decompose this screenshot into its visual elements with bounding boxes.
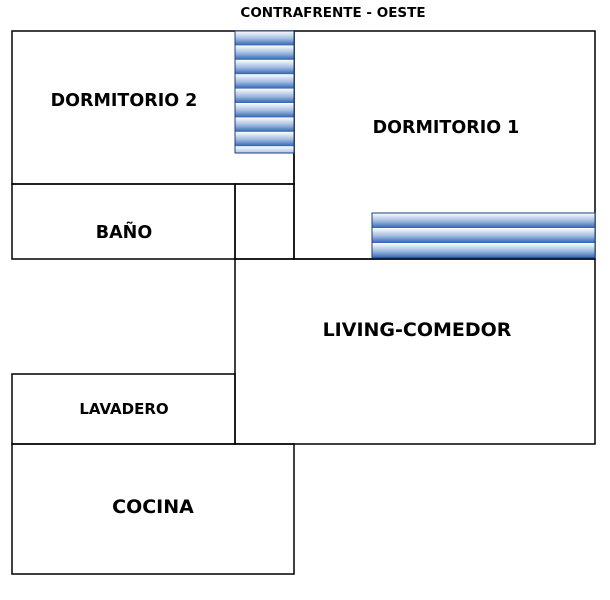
bano-annex-room bbox=[234, 183, 295, 260]
living-comedor-room bbox=[234, 258, 596, 445]
bano-room bbox=[11, 183, 236, 260]
closet-dormitorio-1 bbox=[371, 212, 596, 259]
room-label-dormitorio-1: DORMITORIO 1 bbox=[373, 118, 520, 138]
room-label-dormitorio-2: DORMITORIO 2 bbox=[51, 91, 198, 111]
orientation-label: CONTRAFRENTE - OESTE bbox=[240, 5, 425, 21]
room-label-lavadero: LAVADERO bbox=[79, 400, 168, 418]
room-label-bano: BAÑO bbox=[96, 220, 152, 243]
room-label-living-comedor: LIVING-COMEDOR bbox=[323, 319, 512, 341]
walls bbox=[11, 30, 596, 575]
cocina-room bbox=[11, 443, 295, 575]
room-label-cocina: COCINA bbox=[112, 496, 194, 518]
closet-dormitorio-2 bbox=[234, 30, 295, 154]
